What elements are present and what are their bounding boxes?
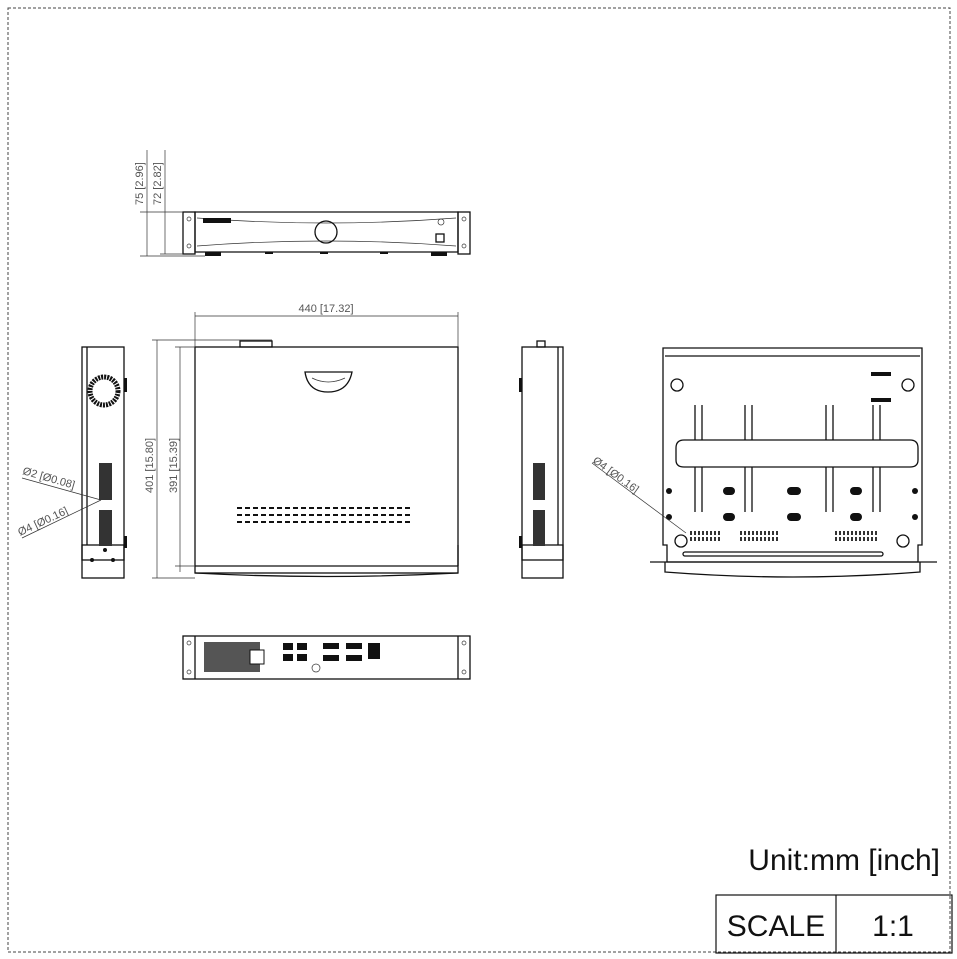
left-side-view: Ø2 [Ø0.08] Ø4 [Ø0.16] — [16, 346, 127, 579]
rear-view — [182, 635, 471, 680]
scale-label: SCALE — [727, 910, 825, 943]
bottom-view: Ø4 [Ø0.16] — [590, 347, 937, 578]
title-block: Unit:mm [inch] SCALE 1:1 — [715, 844, 953, 954]
front-view: 75 [2.96] 72 [2.82] — [134, 150, 471, 257]
top-width-label: 440 [17.32] — [298, 303, 353, 315]
front-height-body-label: 72 [2.82] — [152, 162, 164, 205]
right-side-view — [519, 340, 564, 579]
front-height-overall-label: 75 [2.96] — [134, 162, 146, 205]
left-hole-large-label: Ø4 [Ø0.16] — [16, 505, 70, 539]
top-depth-body-label: 391 [15.39] — [168, 438, 180, 493]
unit-label: Unit:mm [inch] — [748, 844, 940, 877]
scale-value: 1:1 — [872, 910, 914, 943]
top-depth-overall-label: 401 [15.80] — [144, 438, 156, 493]
left-hole-small-label: Ø2 [Ø0.08] — [21, 465, 76, 491]
top-view: 440 [17.32] 401 [15.80] 391 [15.39] — [144, 303, 459, 579]
drawing-border — [7, 7, 951, 953]
bottom-hole-label: Ø4 [Ø0.16] — [590, 455, 641, 496]
